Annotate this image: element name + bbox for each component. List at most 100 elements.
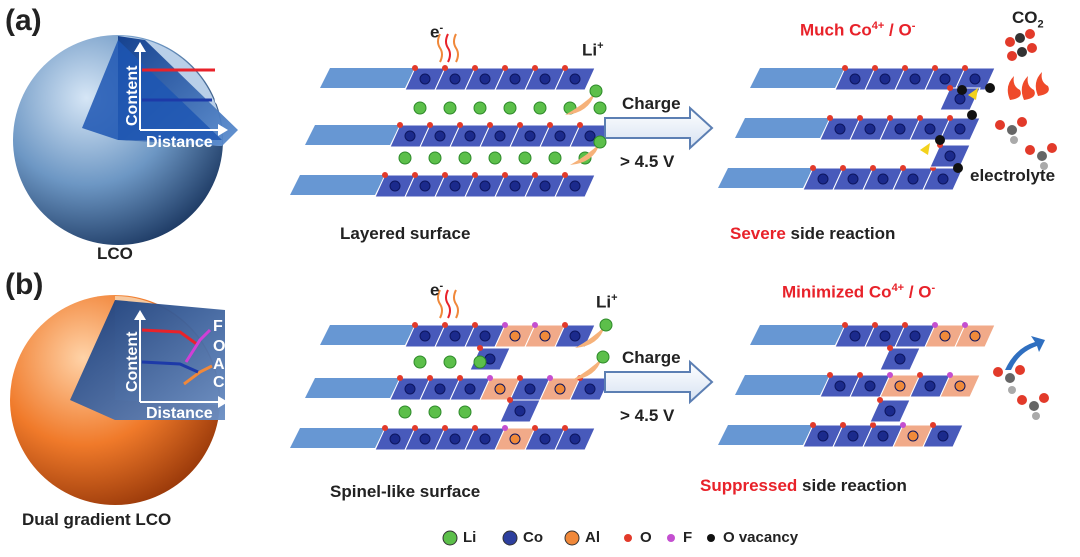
co-atom [834, 380, 846, 392]
li-ion [413, 101, 427, 115]
co2-molecule [1005, 29, 1037, 61]
octa-row-a6 [802, 165, 964, 191]
octa-row-a1 [404, 65, 596, 91]
lco-curve-label-o: O [220, 62, 233, 79]
gradient-curve-label-al: Al [213, 356, 229, 373]
o-atom [962, 65, 968, 71]
o-atom [947, 115, 953, 121]
co-atom [584, 383, 596, 395]
gradient-curve-label-co: Co [213, 374, 235, 391]
o-atom [412, 425, 418, 431]
o-atom [412, 322, 418, 328]
octa-row-a2 [389, 122, 611, 148]
o-atom [857, 372, 863, 378]
o-atom [532, 65, 538, 71]
electrolyte-molecules-a [995, 117, 1057, 170]
co-atom [389, 433, 401, 445]
octa-row-b3 [374, 425, 596, 451]
co-atom [479, 433, 491, 445]
spinel-surface-caption: Spinel-like surface [330, 482, 481, 501]
co-atom [494, 130, 506, 142]
al-atom [894, 380, 906, 392]
gradient-curve-label-f: F [213, 318, 223, 335]
f-atom [502, 322, 508, 328]
o-atom [397, 375, 403, 381]
o-atom [532, 172, 538, 178]
o-atom [917, 115, 923, 121]
legend-label-co: Co [523, 529, 543, 546]
o-atom [857, 115, 863, 121]
o-atom [442, 322, 448, 328]
co-atom [817, 430, 829, 442]
o-atom [502, 65, 508, 71]
o-vacancy [935, 135, 945, 145]
lithium-label-a: Li+ [582, 40, 604, 60]
legend-marker-o-vacancy [707, 534, 715, 542]
f-atom [502, 425, 508, 431]
o-atom [472, 172, 478, 178]
electrolyte-molecules-b [993, 365, 1049, 420]
li-ion [473, 101, 487, 115]
co-atom [954, 93, 966, 105]
minimized-co-title: Minimized Co4+ / O- [782, 282, 936, 302]
o-atom [917, 372, 923, 378]
f-atom [547, 375, 553, 381]
octa-col-b2 [499, 397, 541, 423]
co-atom [849, 330, 861, 342]
li-ion [458, 405, 472, 419]
co-atom [509, 73, 521, 85]
o-atom [577, 122, 583, 128]
al-gradient-curve [183, 364, 213, 386]
li-ion [458, 151, 472, 165]
li-ion [548, 151, 562, 165]
co-atom [524, 130, 536, 142]
co-atom [864, 380, 876, 392]
co-atom [907, 173, 919, 185]
li-ion [443, 355, 457, 369]
legend-label-al: Al [585, 529, 600, 546]
o-atom [517, 375, 523, 381]
o-atom [442, 425, 448, 431]
co-atom [484, 353, 496, 365]
octa-col-b3 [879, 345, 921, 371]
charge-arrow-b [604, 359, 714, 405]
co-atom [514, 405, 526, 417]
co-atom [924, 123, 936, 135]
al-atom [509, 330, 521, 342]
electron-trails-b [437, 289, 459, 319]
suppressed-side-reaction-caption: Suppressed side reaction [700, 476, 907, 495]
co-atom [944, 150, 956, 162]
spinel-slabs-b [290, 325, 415, 448]
f-atom [900, 422, 906, 428]
octa-row-a3 [374, 172, 596, 198]
o-atom [412, 172, 418, 178]
co-migration-arrows [920, 88, 978, 155]
co-atom [569, 180, 581, 192]
co-atom [404, 383, 416, 395]
o-atom [902, 322, 908, 328]
co-atom [894, 353, 906, 365]
co-atom [909, 73, 921, 85]
severe-side-reaction-caption: Severe side reaction [730, 224, 896, 243]
o-atom [842, 65, 848, 71]
co-atom [937, 173, 949, 185]
o-atom [900, 165, 906, 171]
co-atom [434, 383, 446, 395]
o-atom [562, 425, 568, 431]
co-atom [937, 430, 949, 442]
legend-marker-o [624, 534, 632, 542]
lco-sphere [13, 35, 238, 245]
co-atom [434, 130, 446, 142]
li-ion [398, 151, 412, 165]
co-atom [464, 383, 476, 395]
o-atom [477, 345, 483, 351]
o-atom [397, 122, 403, 128]
o-atom [842, 322, 848, 328]
co-atom [569, 73, 581, 85]
voltage-label-b: > 4.5 V [620, 406, 675, 425]
o-atom [562, 65, 568, 71]
o-atom [840, 165, 846, 171]
legend-marker-co [502, 530, 518, 546]
o-atom [457, 122, 463, 128]
o-atom [810, 422, 816, 428]
